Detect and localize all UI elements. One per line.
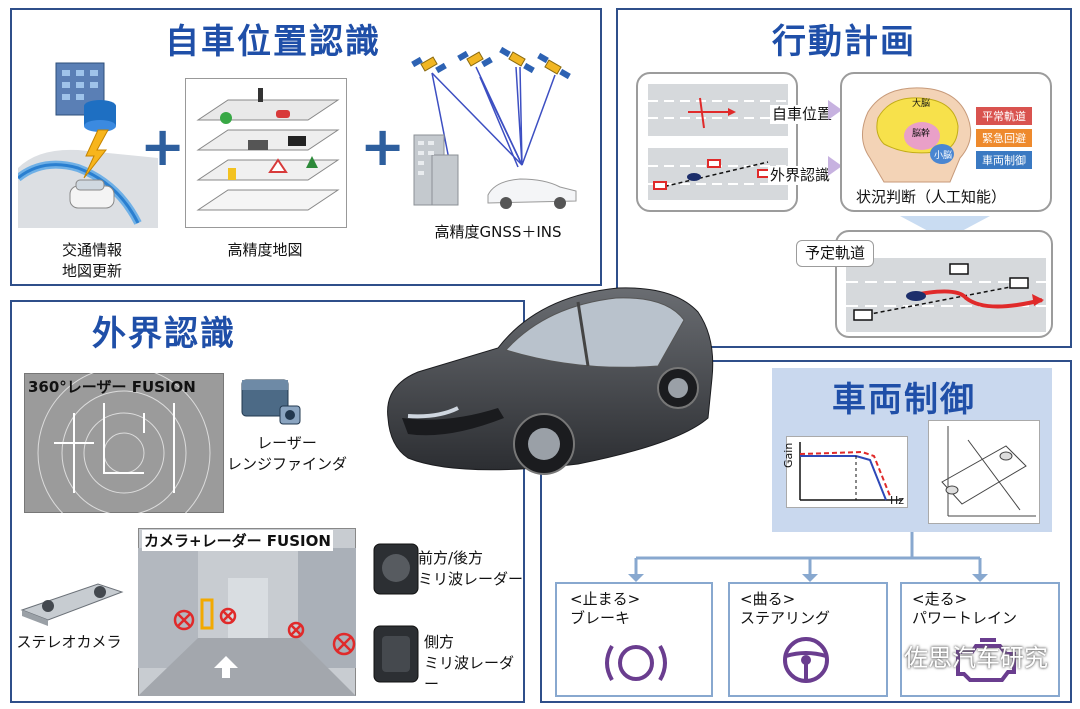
side-radar-icon xyxy=(373,625,419,683)
brain-cerebrum-label: 大脳 xyxy=(912,99,931,109)
brake-line1: <止まる> xyxy=(570,590,641,608)
road-building-illustration xyxy=(18,62,158,228)
front-rear-radar-caption: 前方/後方 ミリ波レーダー xyxy=(418,548,530,590)
powertrain-box xyxy=(900,582,1060,697)
plus-sign-2: + xyxy=(360,115,406,178)
stereo-camera-icon xyxy=(20,583,124,626)
gnss-caption: 高精度GNSS＋INS xyxy=(434,223,562,241)
control-tree-lines xyxy=(628,532,988,582)
brake-warning-icon xyxy=(605,644,667,682)
down-arrow xyxy=(900,216,990,240)
brain-cerebellum-label: 小脳 xyxy=(934,151,953,161)
tag-vehicle-control: 車両制御 xyxy=(975,150,1033,170)
hz-axis-label: Hz xyxy=(890,494,905,507)
planned-path-label: 予定軌道 xyxy=(796,240,875,267)
gnss-satellites-illustration xyxy=(411,46,577,209)
brake-label: <止まる> ブレーキ xyxy=(570,590,640,628)
hd-map-caption: 高精度地図 xyxy=(227,241,303,259)
rangefinder-line1: レーザー xyxy=(257,434,317,452)
self-localization-title: 自車位置認識 xyxy=(165,22,381,62)
stereo-camera-caption: ステレオカメラ xyxy=(16,633,122,651)
traffic-info-line2: 地図更新 xyxy=(61,262,122,280)
lidar-fusion-label: 360°レーザー FUSION xyxy=(28,378,196,396)
plus-sign-1: + xyxy=(140,115,186,178)
rangefinder-caption: レーザー レンジファインダ xyxy=(222,433,352,475)
steering-line1: <曲る> xyxy=(740,590,796,608)
gain-plot-frame xyxy=(786,436,908,508)
powertrain-line1: <走る> xyxy=(912,590,968,608)
tag-emergency-avoid: 緊急回避 xyxy=(975,128,1033,148)
planning-title: 行動計画 xyxy=(772,22,916,62)
steering-line2: ステアリング xyxy=(740,609,831,627)
brain-stem-label: 脳幹 xyxy=(912,129,931,139)
steering-label: <曲る> ステアリング xyxy=(740,590,830,628)
gain-plot xyxy=(799,442,902,501)
camera-radar-scene xyxy=(138,548,356,696)
vehicle-control-title: 車両制御 xyxy=(832,380,976,420)
engine-icon xyxy=(956,638,1016,682)
side-radar-caption: 側方 ミリ波レーダー xyxy=(424,632,528,695)
traffic-info-caption: 交通情報 地図更新 xyxy=(40,240,144,282)
steering-wheel-icon xyxy=(783,637,829,683)
side-radar-line2: ミリ波レーダー xyxy=(424,654,515,693)
hd-map-layers xyxy=(196,88,340,211)
brain-illustration xyxy=(862,87,972,183)
vehicle-geometry-frame xyxy=(928,420,1040,524)
camera-radar-fusion-label: カメラ+レーダー FUSION xyxy=(142,530,333,551)
self-position-label: 自車位置 xyxy=(770,105,835,124)
rangefinder-line2: レンジファインダ xyxy=(226,455,347,473)
tag-normal-path: 平常軌道 xyxy=(975,106,1033,126)
central-car-illustration xyxy=(387,287,714,475)
lidar-point-cloud xyxy=(37,373,211,513)
road-state-illustration xyxy=(648,84,788,200)
vehicle-geometry-diagram xyxy=(941,426,1036,517)
watermark: 佐思汽车研究 xyxy=(904,644,1048,672)
traffic-info-line1: 交通情報 xyxy=(61,241,122,259)
perception-title: 外界認識 xyxy=(92,314,236,354)
situation-judgement-label: 状況判断（人工知能） xyxy=(856,188,1007,206)
gain-axis-label: Gain xyxy=(782,442,795,468)
planning-arrows xyxy=(828,100,842,176)
external-recognition-label: 外界認識 xyxy=(768,166,833,185)
front-rear-radar-icon xyxy=(373,543,419,595)
brake-line2: ブレーキ xyxy=(570,609,631,627)
powertrain-label: <走る> パワートレイン xyxy=(912,590,1017,628)
planned-path-illustration xyxy=(846,258,1046,332)
laser-rangefinder-icon xyxy=(241,379,301,425)
front-rear-radar-line1: 前方/後方 xyxy=(418,549,484,567)
side-radar-line1: 側方 xyxy=(424,633,455,651)
powertrain-line2: パワートレイン xyxy=(912,609,1018,627)
front-rear-radar-line2: ミリ波レーダー xyxy=(418,570,524,588)
